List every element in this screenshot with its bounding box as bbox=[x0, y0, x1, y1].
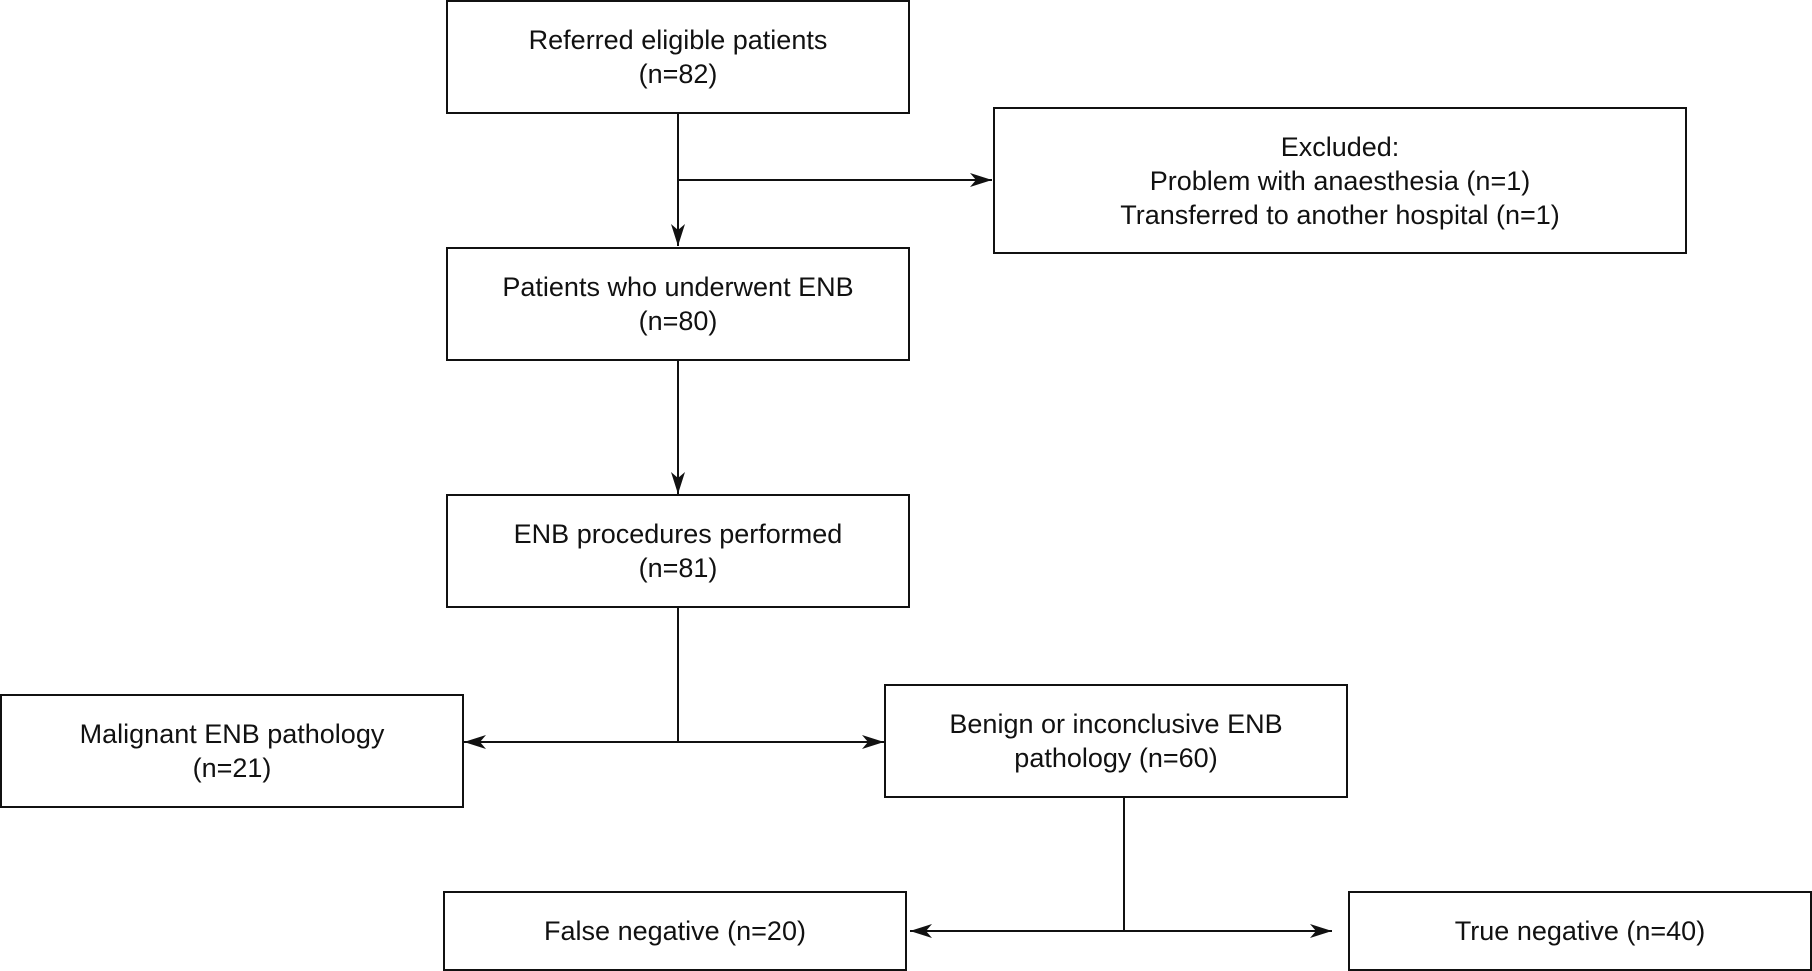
underwent-label: Patients who underwent ENB bbox=[502, 272, 854, 302]
benign-label: Benign or inconclusive ENB bbox=[949, 709, 1283, 739]
excluded-heading: Excluded: bbox=[1280, 131, 1400, 162]
excluded-reason-transferred: Transferred to another hospital (n=1) bbox=[1120, 199, 1560, 230]
underwent-box: Patients who underwent ENB (n=80) bbox=[446, 247, 910, 361]
referred-label: Referred eligible patients bbox=[528, 25, 828, 55]
true-negative-label: True negative (n=40) bbox=[1454, 916, 1706, 946]
false-negative-label: False negative (n=20) bbox=[544, 916, 806, 946]
malignant-box: Malignant ENB pathology (n=21) bbox=[0, 694, 464, 808]
referred-box: Referred eligible patients (n=82) bbox=[446, 0, 910, 114]
benign-box: Benign or inconclusive ENB pathology (n=… bbox=[884, 684, 1348, 798]
true-negative-box: True negative (n=40) bbox=[1348, 891, 1812, 971]
malignant-label: Malignant ENB pathology bbox=[79, 719, 385, 749]
referred-count: (n=82) bbox=[638, 59, 718, 89]
excluded-box: Excluded: Problem with anaesthesia (n=1)… bbox=[993, 107, 1687, 254]
malignant-count: (n=21) bbox=[192, 753, 272, 783]
benign-count: pathology (n=60) bbox=[1014, 743, 1218, 773]
procedures-box: ENB procedures performed (n=81) bbox=[446, 494, 910, 608]
false-negative-box: False negative (n=20) bbox=[443, 891, 907, 971]
procedures-label: ENB procedures performed bbox=[513, 519, 843, 549]
procedures-count: (n=81) bbox=[638, 553, 718, 583]
excluded-reason-anaesthesia: Problem with anaesthesia (n=1) bbox=[1149, 165, 1531, 196]
underwent-count: (n=80) bbox=[638, 306, 718, 336]
